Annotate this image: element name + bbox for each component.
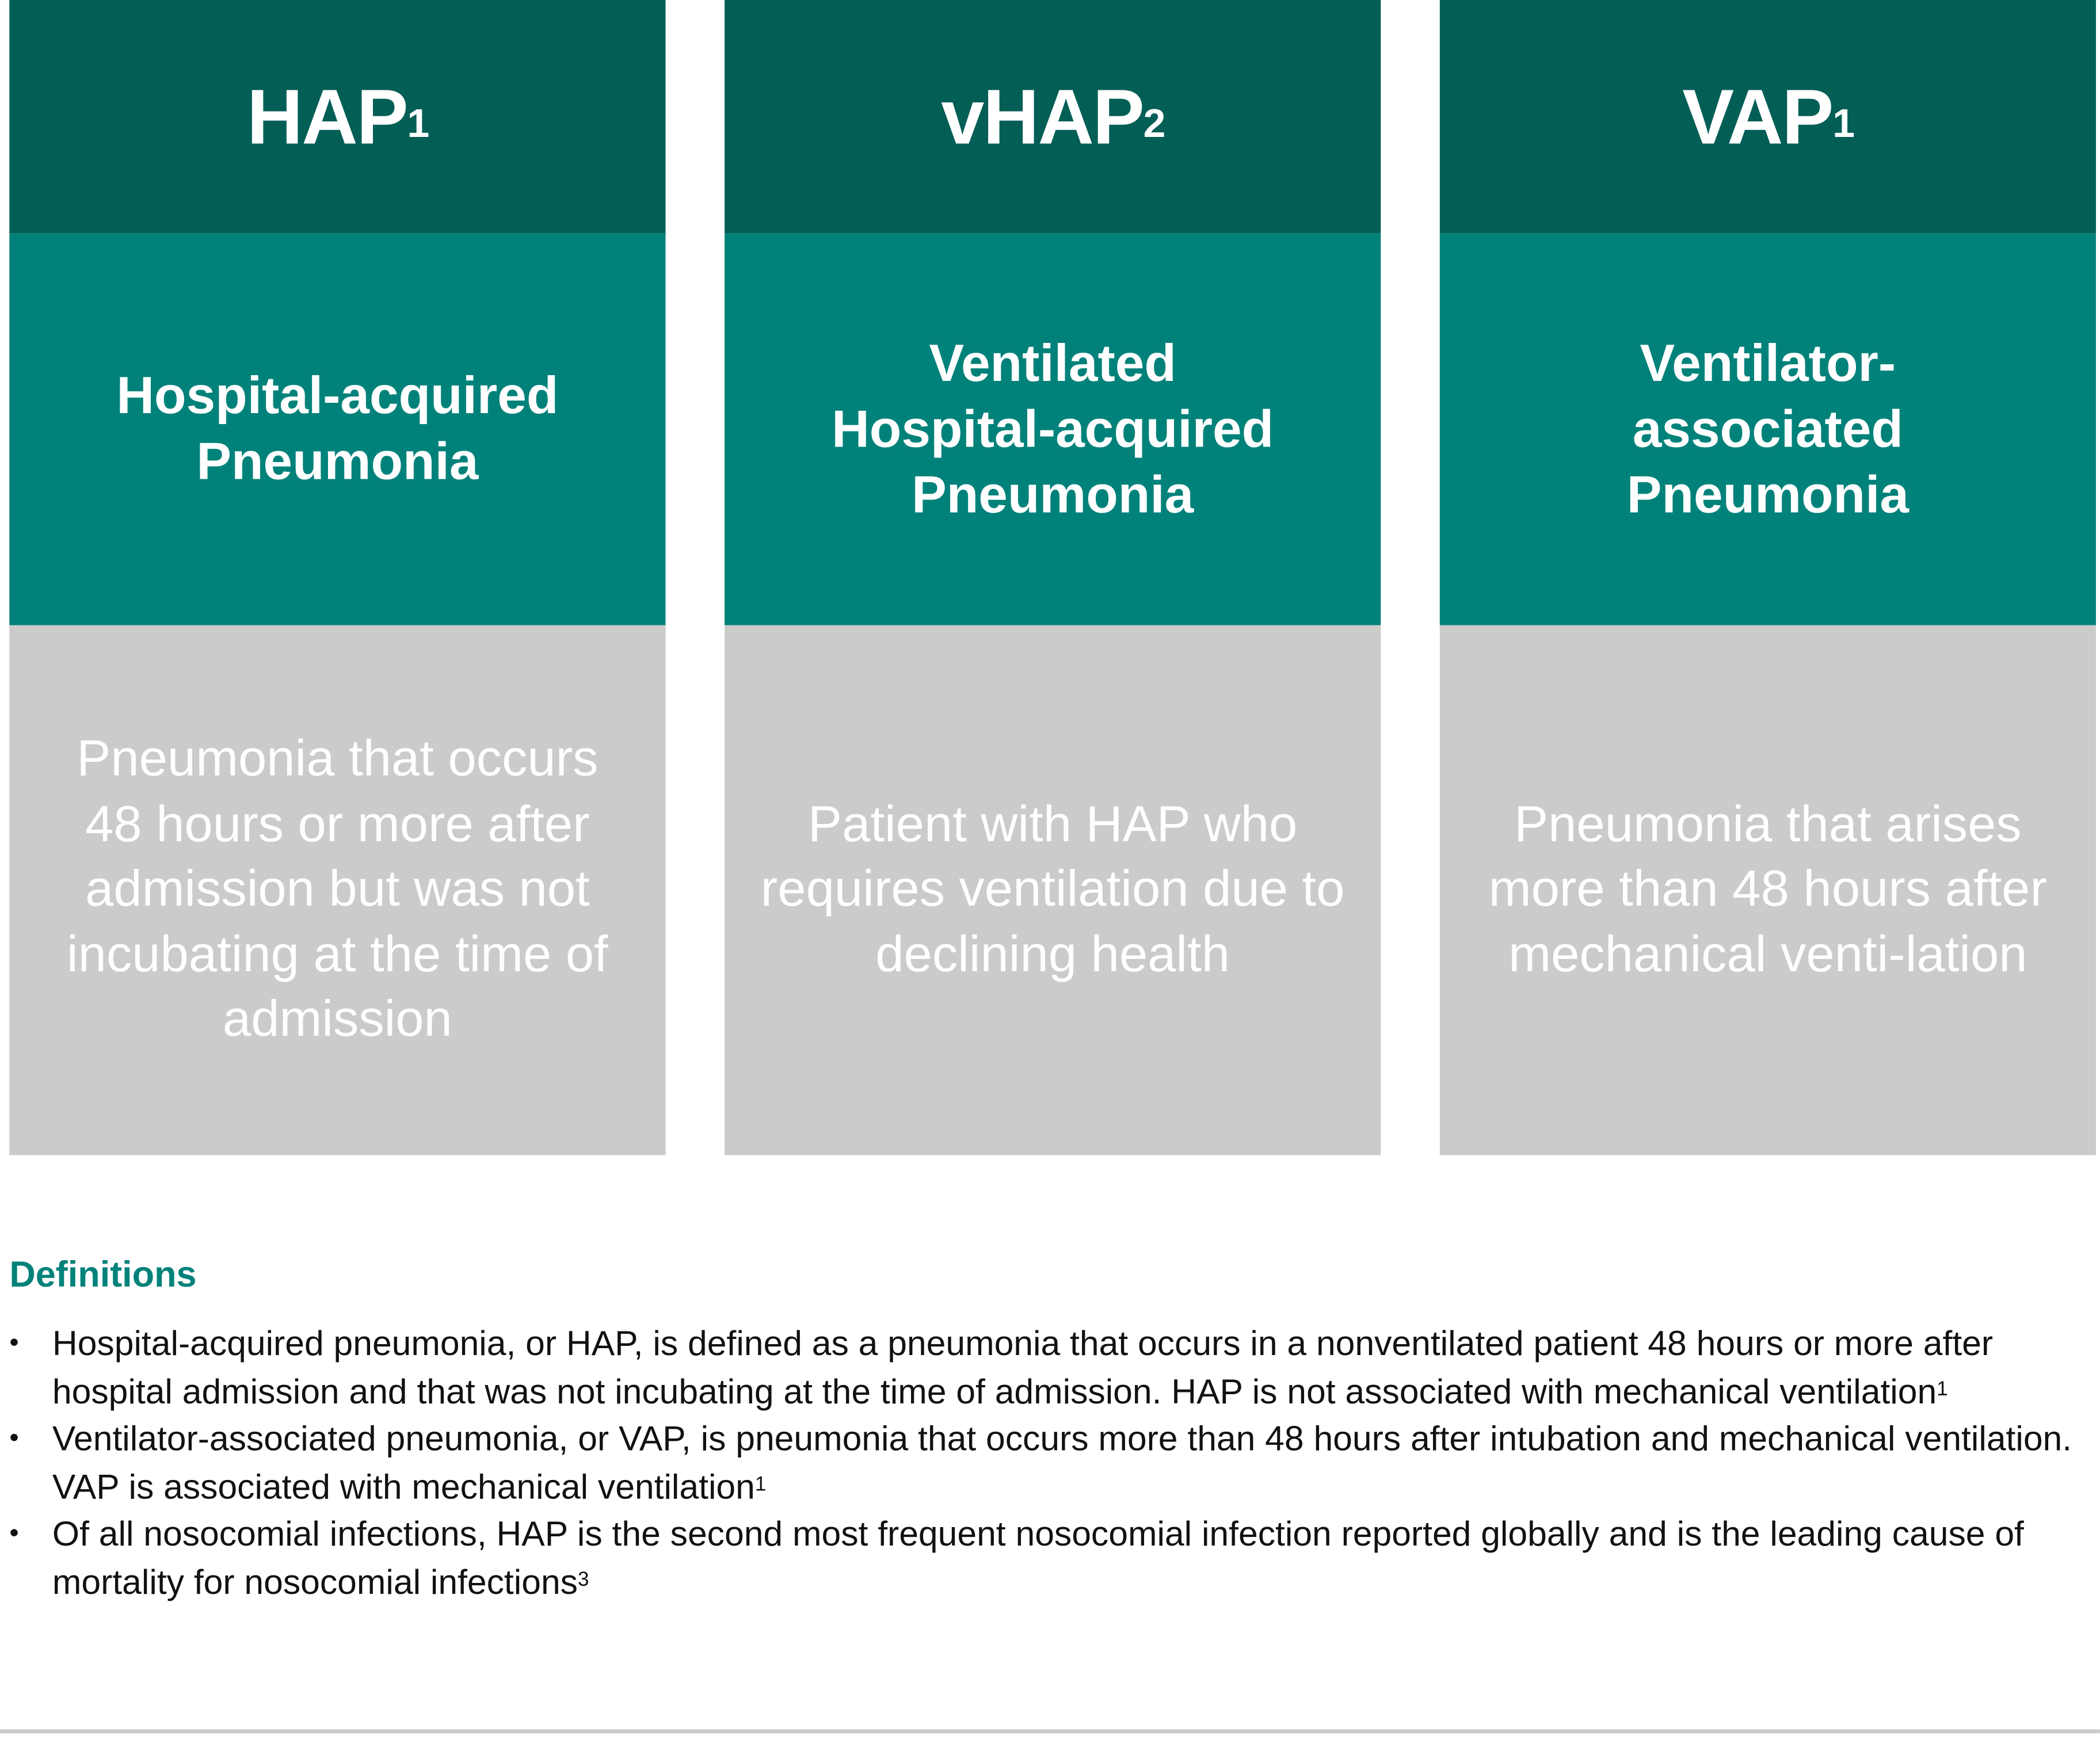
reference-superscript: 3 (578, 1567, 589, 1591)
reference-superscript: 1 (407, 102, 429, 147)
card-abbr: VAP (1682, 73, 1834, 161)
bullet-icon: • (9, 1518, 19, 1548)
bullet-icon: • (9, 1423, 19, 1453)
definitions-section: Definitions • Hospital-acquired pneumonia… (9, 1254, 2096, 1606)
definitions-list: • Hospital-acquired pneumonia, or HAP, is… (9, 1320, 2096, 1606)
card-description: Pneumonia that arises more than 48 hours… (1439, 625, 2096, 1155)
card-description: Pneumonia that occurs 48 hours or more a… (9, 625, 666, 1155)
definition-item: • Of all nosocomial infections, HAP is th… (9, 1510, 2096, 1606)
card-full-name: Ventilated Hospital-acquired Pneumonia (725, 233, 1381, 625)
card-abbr: HAP (246, 73, 409, 161)
reference-superscript: 1 (1832, 102, 1855, 147)
card-full-name: Hospital-acquired Pneumonia (9, 233, 666, 625)
definition-text: Ventilator-associated pneumonia, or VAP,… (52, 1418, 2072, 1506)
card-abbr: vHAP (941, 73, 1145, 161)
card-full-name: Ventilator-associated Pneumonia (1439, 233, 2096, 625)
definition-text: Of all nosocomial infections, HAP is the… (52, 1513, 2024, 1601)
definition-item: • Ventilator-associated pneumonia, or VAP… (9, 1415, 2096, 1511)
bottom-divider (0, 1729, 2100, 1734)
reference-superscript: 1 (754, 1472, 767, 1495)
reference-superscript: 2 (1143, 102, 1166, 147)
card-description: Patient with HAP who requires ventilatio… (725, 625, 1381, 1155)
definition-item: • Hospital-acquired pneumonia, or HAP, is… (9, 1320, 2096, 1415)
definition-text: Hospital-acquired pneumonia, or HAP, is … (52, 1322, 1994, 1411)
bullet-icon: • (9, 1328, 19, 1358)
reference-superscript: 1 (1937, 1377, 1948, 1401)
definitions-heading: Definitions (9, 1254, 197, 1295)
